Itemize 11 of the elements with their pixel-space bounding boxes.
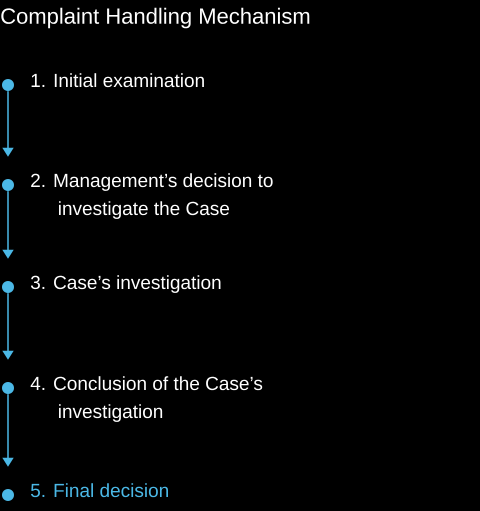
step-dot <box>2 281 14 293</box>
step-dot <box>2 489 14 501</box>
step-label: 3. Case’s investigation <box>30 275 220 293</box>
step-label: 5. Final decision <box>30 483 168 498</box>
step-label: 4. Conclusion of the Case’s investigation <box>30 376 262 422</box>
step-dot <box>2 79 14 91</box>
step-dot <box>2 179 14 191</box>
step-label: 2. Management’s decision to investigate the Case <box>31 173 273 219</box>
title: Complaint Handling Mechanism <box>1 8 310 28</box>
step-dot <box>2 382 14 394</box>
step-label: 1. Initial examination <box>32 73 204 88</box>
